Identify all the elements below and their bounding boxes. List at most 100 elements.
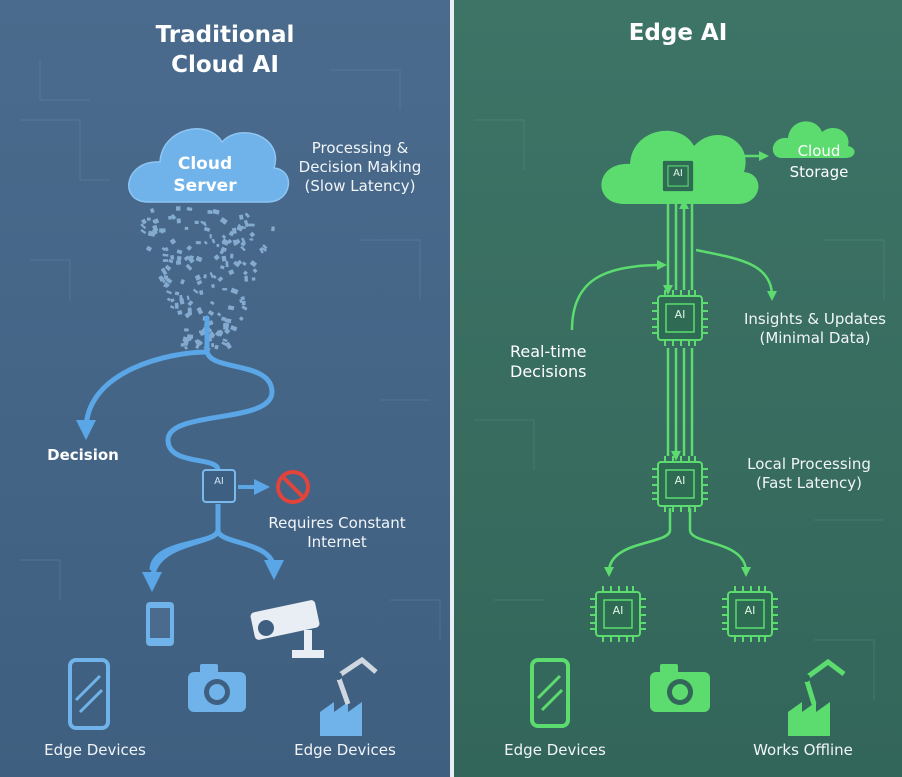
data-particle: [176, 255, 182, 261]
data-particle: [166, 290, 172, 295]
camera-icon: [188, 664, 246, 712]
data-particle: [145, 245, 153, 252]
data-particle: [203, 226, 211, 232]
data-particle: [186, 206, 193, 212]
data-particle: [260, 246, 267, 252]
security-camera-icon: [250, 600, 324, 658]
circuit-background: [20, 60, 441, 640]
data-particle: [168, 259, 174, 264]
chip1-label: AI: [674, 308, 686, 321]
data-particle: [241, 237, 246, 244]
data-particle: [241, 305, 248, 311]
data-particle: [161, 247, 166, 252]
data-particle: [230, 287, 239, 295]
data-particle: [176, 249, 183, 255]
data-particle: [244, 212, 250, 219]
local-line1: Local Processing: [747, 455, 871, 473]
decision-arrow: [76, 349, 208, 440]
no-internet-icon: [276, 470, 310, 504]
data-particle: [241, 300, 246, 306]
data-particle: [221, 341, 229, 347]
data-particle: [240, 245, 246, 252]
data-particle: [140, 223, 147, 230]
data-particle: [212, 208, 220, 215]
data-particle: [211, 283, 216, 289]
data-particle: [164, 246, 169, 252]
data-flow-lines: [663, 199, 694, 461]
data-particle: [169, 305, 175, 310]
data-particle: [152, 224, 159, 233]
left-title: Traditional Cloud AI: [125, 20, 325, 80]
data-particle: [222, 338, 228, 343]
insights-line1: Insights & Updates: [743, 310, 886, 328]
left-edge-devices-label: Edge Devices: [44, 741, 146, 759]
data-particle: [186, 295, 190, 301]
robot-arm-factory-icon: [320, 656, 378, 736]
realtime-line2: Decisions: [510, 362, 587, 381]
data-particle: [211, 343, 215, 348]
data-particle: [158, 275, 165, 282]
phone-icon: [146, 602, 174, 646]
data-particle: [196, 279, 203, 286]
data-particle: [149, 208, 155, 214]
data-particle: [184, 328, 189, 332]
data-particle: [175, 260, 182, 265]
data-particle: [209, 272, 214, 279]
data-particle: [194, 274, 202, 281]
robot-arm-factory-icon: [788, 658, 846, 736]
data-particle: [225, 261, 229, 268]
processing-label: Processing & Decision Making (Slow Laten…: [290, 139, 430, 196]
data-particle: [211, 238, 216, 244]
data-particle: [152, 219, 158, 224]
flow-line: [165, 315, 275, 473]
data-particle: [184, 345, 189, 350]
data-particle: [200, 220, 207, 226]
cloud-server-label: Cloud Server: [150, 153, 260, 197]
data-particle: [228, 230, 235, 237]
data-particle: [215, 329, 224, 337]
data-particle: [213, 254, 220, 261]
data-particle: [244, 275, 248, 282]
processing-line3: (Slow Latency): [304, 177, 416, 195]
data-particle: [187, 255, 195, 264]
data-particle: [262, 244, 268, 250]
data-particle: [199, 290, 204, 296]
realtime-line1: Real-time: [510, 342, 587, 361]
data-particle: [194, 338, 202, 347]
data-particle: [221, 238, 230, 246]
realtime-label: Real-time Decisions: [510, 342, 610, 382]
left-title-line1: Traditional: [155, 22, 295, 48]
data-particle: [174, 291, 180, 296]
data-particle: [221, 255, 227, 262]
realtime-arrow: [570, 260, 667, 331]
data-particle: [239, 214, 244, 220]
processing-line2: Decision Making: [298, 158, 422, 176]
data-particle: [195, 241, 201, 245]
storage-line1: Cloud: [797, 142, 841, 160]
data-particle: [174, 302, 179, 309]
data-particle: [170, 298, 175, 303]
data-particle: [187, 334, 194, 339]
local-line2: (Fast Latency): [756, 474, 862, 492]
data-particle: [162, 259, 168, 262]
data-particle: [236, 259, 243, 266]
data-particle: [203, 240, 208, 245]
data-particle: [230, 253, 234, 259]
data-particle: [166, 297, 171, 302]
panel-divider: [450, 0, 454, 777]
processing-line1: Processing &: [311, 139, 409, 157]
data-particle: [219, 217, 228, 225]
cloud-server-icon: [128, 128, 290, 203]
data-particle: [209, 300, 215, 306]
data-particle: [192, 288, 199, 294]
smartphone-icon: [68, 658, 110, 730]
data-particle: [168, 216, 172, 220]
data-particle: [224, 318, 232, 324]
data-particle: [216, 243, 220, 248]
decision-label: Decision: [47, 446, 119, 464]
data-particle: [238, 316, 244, 322]
data-particle: [182, 341, 189, 347]
data-particle: [169, 238, 177, 245]
data-particle: [186, 245, 193, 251]
data-particle: [214, 344, 219, 350]
